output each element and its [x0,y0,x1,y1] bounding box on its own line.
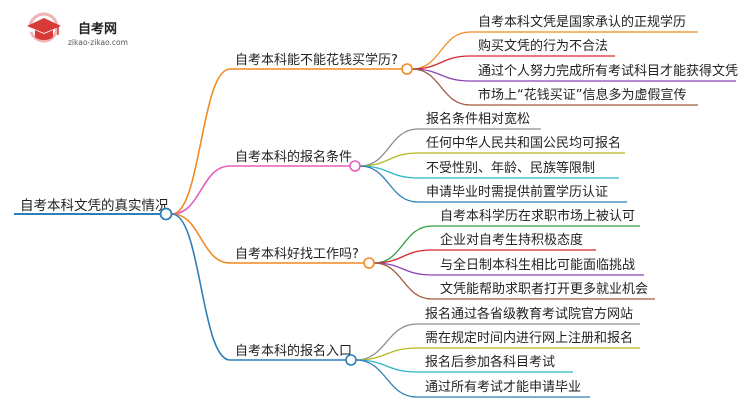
leaf-node[interactable]: 通过所有考试才能申请毕业 [417,380,590,398]
branch-label: 自考本科好找工作吗? [235,247,359,262]
leaf-node[interactable]: 申请毕业时需提供前置学历认证 [418,184,627,203]
connector-curve [171,213,231,361]
leaf-label: 通过所有考试才能申请毕业 [425,380,581,395]
leaf-node[interactable]: 市场上“花钱买证”信息多为虚假宣传 [470,87,698,106]
logo-title: 自考网 [78,21,117,37]
root-label: 自考本科文凭的真实情况 [20,198,169,214]
branch-node[interactable]: 自考本科的报名入口 [230,343,357,366]
connector-curve [355,359,418,398]
connector-curve [373,249,433,264]
connector-curve [171,165,231,215]
connector-curve [359,165,419,203]
root-knob[interactable] [159,207,173,221]
leaf-label: 与全日制本科生相比可能面临挑战 [440,257,635,273]
leaf-node[interactable]: 报名条件相对宽松 [418,111,541,130]
leaf-label: 通过个人努力完成所有考试科目才能获得文凭 [478,63,738,79]
leaf-node[interactable]: 需在规定时间内进行网上注册和报名 [417,330,640,349]
connector-lines [171,31,471,398]
branch-node[interactable]: 自考本科的报名条件 [230,149,361,172]
branch-knob[interactable] [401,63,413,75]
leaf-node[interactable]: 与全日制本科生相比可能面临挑战 [432,257,644,276]
connector-curve [373,225,433,264]
branch-label: 自考本科的报名条件 [235,149,352,165]
leaf-label: 报名后参加各科目考试 [425,354,555,370]
leaf-label: 自考本科文凭是国家承认的正规学历 [478,14,686,30]
leaf-label: 文凭能帮助求职者打开更多就业机会 [440,281,648,297]
site-logo[interactable]: 自考网 zikao-zikao.com [27,12,128,47]
leaf-node[interactable]: 自考本科文凭是国家承认的正规学历 [470,14,698,33]
leaf-label: 申请毕业时需提供前置学历认证 [426,184,608,200]
leaf-label: 报名通过各省级教育考试院官方网站 [425,306,633,322]
branch-label: 自考本科的报名入口 [235,343,352,359]
connector-curve [411,68,471,106]
branch-knob[interactable] [345,354,357,366]
branch-node[interactable]: 自考本科能不能花钱买学历? [230,52,413,75]
connector-curve [355,323,418,361]
connector-curve [171,213,231,264]
connector-curve [171,68,231,215]
leaf-node[interactable]: 购买文凭的行为不合法 [470,38,615,57]
connector-curve [359,128,419,167]
leaf-node[interactable]: 文凭能帮助求职者打开更多就业机会 [432,281,655,300]
leaf-node[interactable]: 通过个人努力完成所有考试科目才能获得文凭 [470,63,738,82]
leaf-label: 自考本科学历在求职市场上被认可 [440,208,635,224]
leaf-node[interactable]: 任何中华人民共和国公民均可报名 [418,135,625,154]
leaf-node[interactable]: 报名通过各省级教育考试院官方网站 [417,306,640,325]
leaf-label: 企业对自考生持积极态度 [440,232,583,248]
branch-label: 自考本科能不能花钱买学历? [235,52,398,68]
connector-curve [411,31,471,70]
leaf-label: 购买文凭的行为不合法 [478,38,608,54]
leaf-label: 需在规定时间内进行网上注册和报名 [425,330,633,346]
leaf-label: 不受性别、年龄、民族等限制 [426,160,595,176]
leaf-node[interactable]: 报名后参加各科目考试 [417,354,573,373]
leaf-node[interactable]: 企业对自考生持积极态度 [432,232,596,251]
branch-knob[interactable] [349,160,361,172]
connector-curve [411,55,471,70]
leaf-label: 报名条件相对宽松 [426,111,530,127]
logo-url: zikao-zikao.com [68,38,128,47]
leaf-label: 市场上“花钱买证”信息多为虚假宣传 [478,87,686,103]
connector-curve [373,262,433,300]
root-node[interactable]: 自考本科文凭的真实情况 [14,198,173,221]
graduation-cap-icon [27,12,61,43]
leaf-node[interactable]: 不受性别、年龄、民族等限制 [418,160,619,179]
leaf-node[interactable]: 自考本科学历在求职市场上被认可 [432,208,640,227]
connector-curve [359,152,419,167]
leaf-label: 任何中华人民共和国公民均可报名 [426,135,621,151]
branch-knob[interactable] [363,257,375,269]
branch-node[interactable]: 自考本科好找工作吗? [230,247,375,269]
